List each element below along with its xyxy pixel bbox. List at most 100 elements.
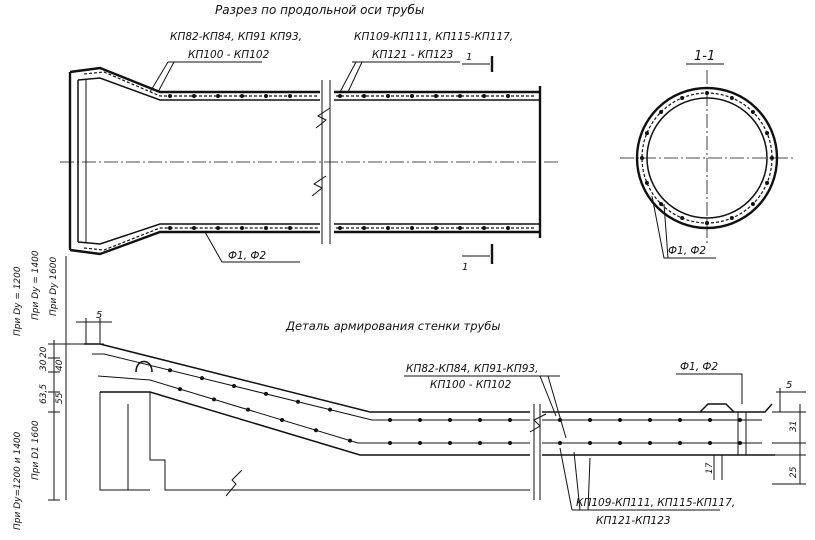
rebar-beads bbox=[168, 91, 774, 445]
section-long-title: Разрез по продольной оси трубы bbox=[215, 3, 424, 17]
detail-title: Деталь армирования стенки трубы bbox=[285, 319, 500, 333]
rebar-dot bbox=[705, 221, 709, 225]
rebar-dot bbox=[200, 376, 204, 381]
rebar-dot bbox=[508, 441, 512, 445]
dim-5-left: 5 bbox=[96, 310, 102, 321]
cut-mark-top-label: 1 bbox=[466, 52, 472, 63]
spigot-bump bbox=[699, 403, 735, 413]
rebar-dot bbox=[448, 441, 452, 445]
dim-17-lines bbox=[713, 455, 723, 480]
dim-5-right: 5 bbox=[786, 380, 792, 391]
rebar-dot bbox=[644, 131, 649, 136]
f-cross-label: Ф1, Ф2 bbox=[668, 245, 706, 257]
rebar-dot bbox=[388, 441, 392, 445]
rebar-dot bbox=[729, 95, 734, 100]
rebar-dot bbox=[506, 94, 510, 98]
rebar-dot bbox=[659, 110, 664, 115]
rebar-dot bbox=[264, 226, 268, 230]
rebar-dot bbox=[264, 391, 268, 396]
rebar-dot bbox=[288, 226, 292, 230]
rebar-inner-left bbox=[97, 375, 530, 444]
kp-right-leader bbox=[339, 61, 363, 93]
rebar-dot bbox=[738, 418, 742, 422]
rebar-dot bbox=[418, 441, 422, 445]
dim-31: 31 bbox=[789, 421, 799, 432]
rebar-dot bbox=[168, 94, 172, 98]
kp-detail-leader bbox=[539, 375, 567, 439]
rebar-dot bbox=[644, 180, 649, 185]
f-detail-label: Ф1, Ф2 bbox=[680, 361, 718, 373]
rebar-dot bbox=[386, 226, 390, 230]
dim-chain-left bbox=[48, 340, 104, 501]
v-dy-1600: При D1 1600 bbox=[31, 420, 41, 480]
rebar-dot bbox=[678, 418, 682, 422]
dim-17: 17 bbox=[705, 462, 715, 474]
detail-break-zig bbox=[529, 413, 547, 433]
rebar-dot bbox=[362, 226, 366, 230]
detail-break-zig-2 bbox=[225, 469, 243, 497]
rebar-dot bbox=[168, 368, 172, 373]
f-detail-leader bbox=[676, 373, 743, 404]
rebar-dot bbox=[482, 226, 486, 230]
rebar-dot bbox=[680, 216, 685, 221]
rebar-dot bbox=[386, 94, 390, 98]
rebar-dot bbox=[678, 441, 682, 445]
rebar-dot bbox=[418, 418, 422, 422]
f-top-label: Ф1, Ф2 bbox=[228, 250, 266, 262]
v-dy1200: При Dу = 1200 bbox=[13, 266, 23, 336]
rebar-top-left bbox=[83, 71, 318, 97]
kp-left-label-2: КП100 - КП102 bbox=[188, 49, 270, 61]
kp-detail-bot-label-1: КП109-КП111, КП115-КП117, bbox=[576, 497, 735, 509]
rebar-dot bbox=[288, 94, 292, 98]
rebar-dot bbox=[648, 441, 652, 445]
pipe-top-inner-left bbox=[77, 77, 320, 101]
dim-chain-right bbox=[772, 388, 806, 485]
kp-detail-label-2: КП100 - КП102 bbox=[430, 379, 512, 391]
rebar-dot bbox=[765, 180, 770, 185]
rebar-dot bbox=[388, 418, 392, 422]
kp-detail-bot-leader bbox=[559, 447, 591, 511]
rebar-dot bbox=[212, 397, 216, 402]
wall-outer-right bbox=[542, 403, 773, 413]
dim-40: 40 bbox=[55, 359, 65, 371]
dim-635: 63,5 bbox=[39, 384, 49, 404]
rebar-dot bbox=[328, 407, 332, 412]
rebar-dot bbox=[770, 156, 774, 160]
rebar-dot bbox=[216, 226, 220, 230]
rebar-dot bbox=[192, 94, 196, 98]
rebar-dot bbox=[618, 418, 622, 422]
rebar-dot bbox=[240, 226, 244, 230]
f-top-leader bbox=[204, 231, 300, 263]
pipe-top-outer-left bbox=[69, 66, 320, 94]
kp-detail-bot-label-2: КП121-КП123 bbox=[596, 515, 671, 527]
rebar-dot bbox=[738, 441, 742, 445]
joint-outline bbox=[149, 392, 530, 491]
rebar-dot bbox=[750, 110, 755, 115]
rebar-dot bbox=[558, 441, 562, 445]
rebar-dot bbox=[482, 94, 486, 98]
rebar-dot bbox=[410, 94, 414, 98]
rebar-dot bbox=[434, 94, 438, 98]
kp-right-label-2: КП121 - КП123 bbox=[372, 49, 453, 61]
rebar-dot bbox=[458, 226, 462, 230]
rebar-dot bbox=[264, 94, 268, 98]
wall-outer-left bbox=[84, 343, 530, 413]
pipe-bottom-outer-left bbox=[69, 230, 320, 256]
rebar-dot bbox=[410, 226, 414, 230]
rebar-dot bbox=[338, 94, 342, 98]
rebar-dot bbox=[178, 387, 182, 392]
break-zigzag-top bbox=[315, 107, 331, 129]
rebar-dot bbox=[348, 438, 352, 443]
rebar-dot bbox=[640, 156, 644, 160]
rebar-dot bbox=[458, 94, 462, 98]
rebar-dot bbox=[729, 216, 734, 221]
rebar-dot bbox=[750, 201, 755, 206]
cross-section: 1-1 Ф1, Ф2 bbox=[620, 49, 795, 259]
rebar-dot bbox=[506, 226, 510, 230]
rebar-dot bbox=[280, 417, 284, 422]
rebar-dot bbox=[478, 441, 482, 445]
rebar-dot bbox=[558, 418, 562, 422]
longitudinal-section: Разрез по продольной оси трубы КП82-КП84… bbox=[60, 3, 560, 273]
reinforcement-detail: Деталь армирования стенки трубы КП82-КП8… bbox=[13, 250, 806, 530]
rebar-dot bbox=[314, 428, 318, 433]
